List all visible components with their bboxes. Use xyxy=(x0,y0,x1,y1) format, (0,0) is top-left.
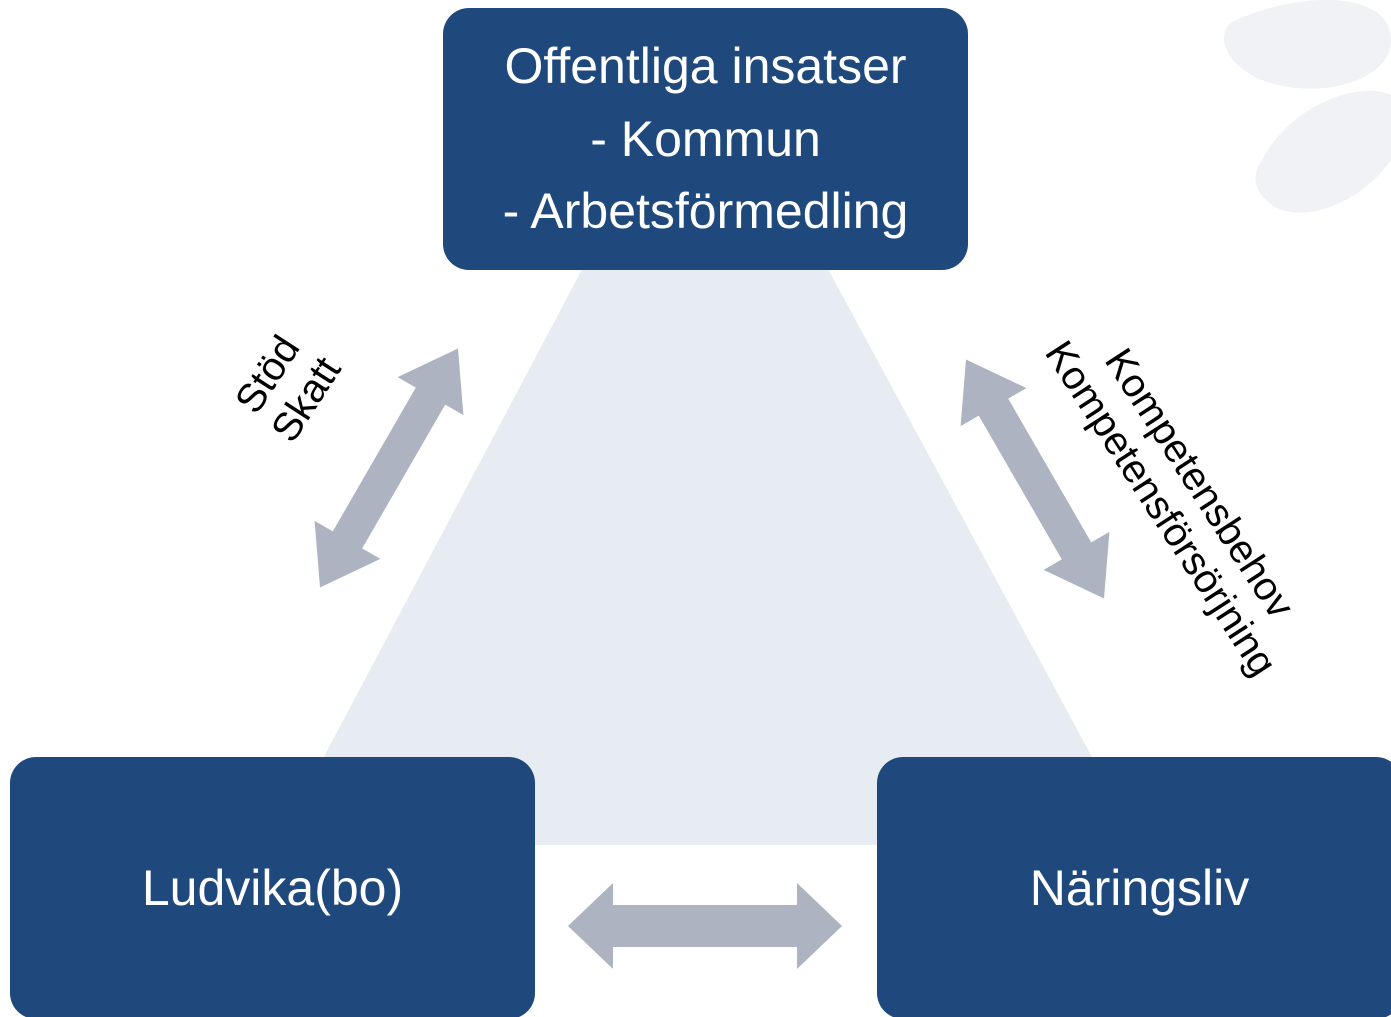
double-arrow-right xyxy=(960,359,1110,599)
double-arrow-left xyxy=(314,348,464,588)
node-right-label: Näringsliv xyxy=(1029,859,1250,916)
background-triangle xyxy=(318,245,1098,845)
node-left-label: Ludvika(bo) xyxy=(141,859,404,916)
node-top-line-3: - Arbetsförmedling xyxy=(502,183,909,240)
double-arrow-bottom xyxy=(568,883,842,969)
node-top-line-1: Offentliga insatser xyxy=(504,38,907,95)
node-top-line-2: - Kommun xyxy=(590,110,821,167)
node-offentliga-insatser: Offentliga insatser - Kommun - Arbetsför… xyxy=(443,8,968,270)
node-naringsliv: Näringsliv xyxy=(877,757,1391,1017)
node-ludvika: Ludvika(bo) xyxy=(10,757,535,1017)
decorative-leaf-graphic xyxy=(1223,0,1391,213)
